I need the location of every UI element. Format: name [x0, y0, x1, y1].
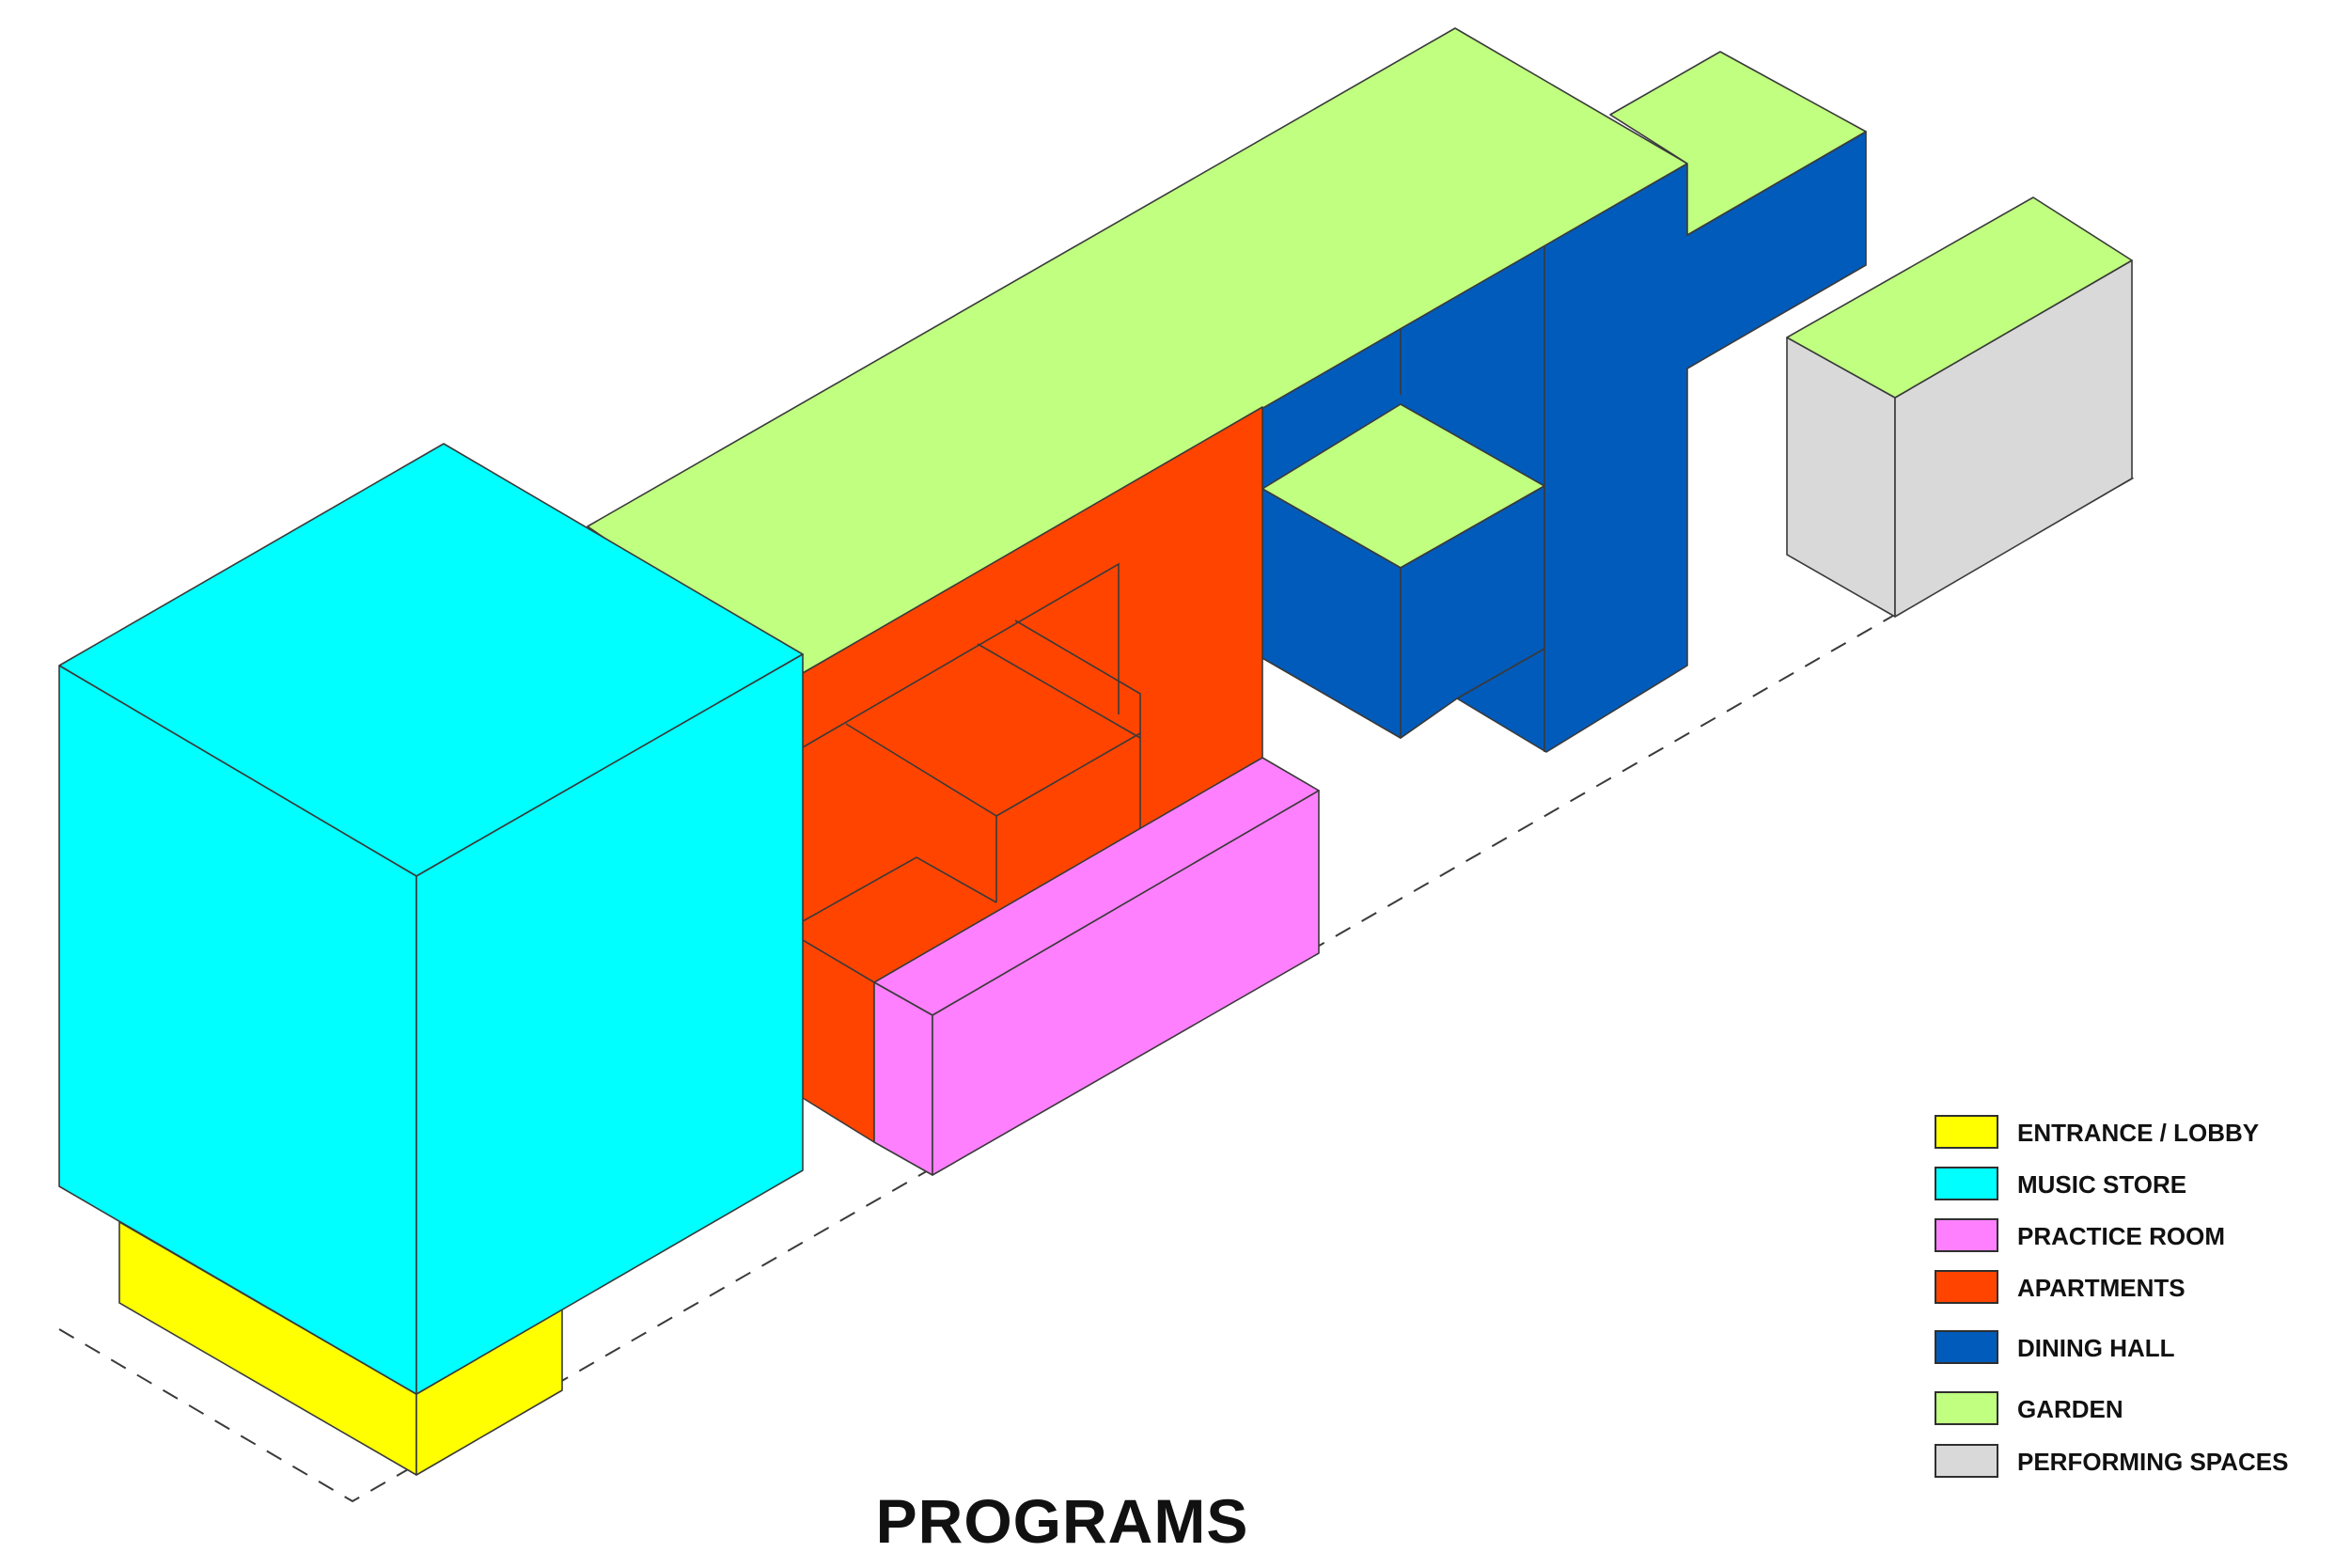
legend-swatch [1935, 1115, 1998, 1149]
practice-room-block [873, 757, 1320, 1176]
garden-box-right-face [1400, 485, 1545, 739]
music-store-block [58, 443, 804, 1395]
legend-item-music-store: MUSIC STORE [1935, 1167, 2348, 1204]
legend-item-garden: GARDEN [1935, 1391, 2348, 1429]
legend-item-performing-spaces: PERFORMING SPACES [1935, 1444, 2348, 1482]
legend-swatch [1935, 1391, 1998, 1425]
legend-label: GARDEN [2017, 1395, 2123, 1423]
legend-label: PERFORMING SPACES [2017, 1448, 2289, 1476]
legend-swatch [1935, 1167, 1998, 1200]
diagram-title: PROGRAMS [875, 1486, 1249, 1556]
legend-swatch [1935, 1270, 1998, 1304]
legend-item-entrance-lobby: ENTRANCE / LOBBY [1935, 1115, 2348, 1152]
legend-item-practice-room: PRACTICE ROOM [1935, 1218, 2348, 1256]
practice-room-right-face [932, 790, 1320, 1176]
legend-label: MUSIC STORE [2017, 1170, 2187, 1199]
practice-room-left-face [873, 981, 933, 1176]
legend-label: PRACTICE ROOM [2017, 1222, 2225, 1250]
legend-swatch [1935, 1330, 1998, 1364]
legend-label: APARTMENTS [2017, 1274, 2186, 1302]
legend-swatch [1935, 1444, 1998, 1478]
legend-swatch [1935, 1218, 1998, 1252]
performing-spaces-block [1786, 196, 2133, 618]
garden-box-on-dining-hall [1261, 403, 1545, 739]
performing-spaces-garden-roof [1786, 196, 2133, 399]
legend-item-apartments: APARTMENTS [1935, 1270, 2348, 1308]
legend-label: DINING HALL [2017, 1334, 2175, 1362]
garden-roof-upper-right [1609, 51, 1867, 236]
music-store-right-face [415, 653, 804, 1395]
legend-item-dining-hall: DINING HALL [1935, 1330, 2348, 1368]
legend-label: ENTRANCE / LOBBY [2017, 1119, 2260, 1147]
